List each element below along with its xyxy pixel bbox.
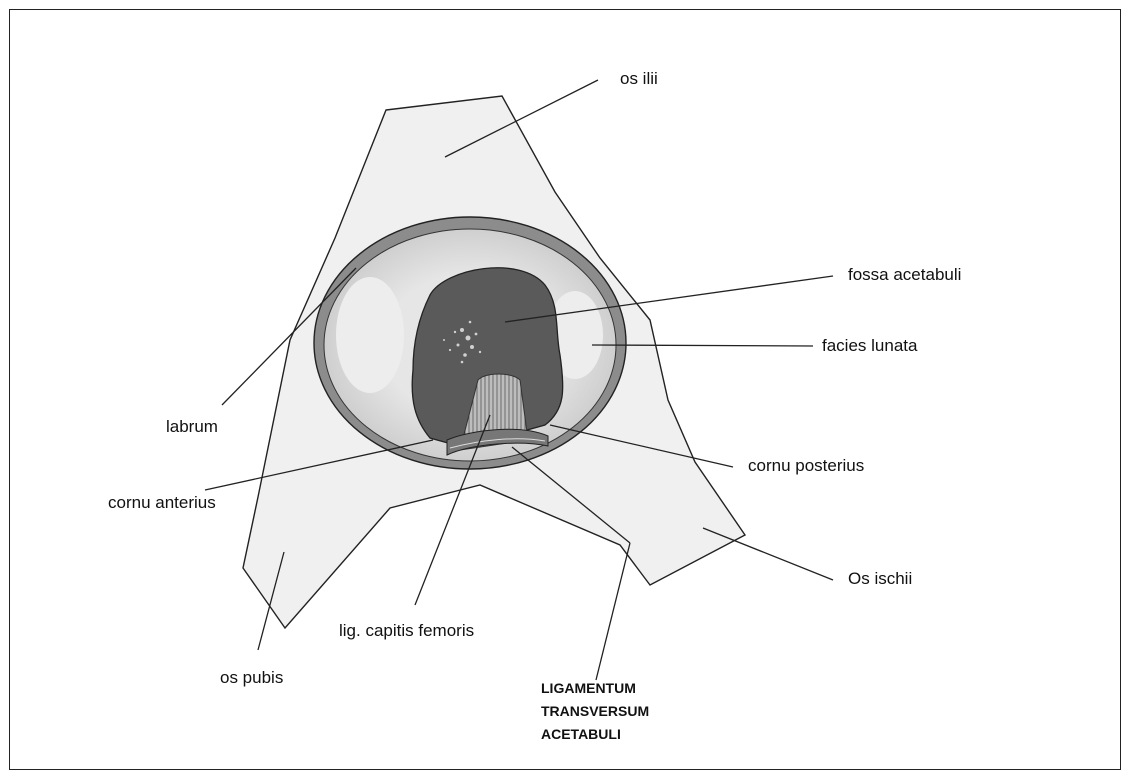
label-lig-capitis-femoris: lig. capitis femoris [339,621,474,640]
label-ligamentum-transversum-3: ACETABULI [541,726,621,742]
leader-ligamentum-transversum-2 [596,543,630,680]
label-cornu-anterius: cornu anterius [108,493,216,512]
label-fossa-acetabuli: fossa acetabuli [848,265,961,284]
label-ligamentum-transversum-1: LIGAMENTUM [541,680,636,696]
label-os-pubis: os pubis [220,668,283,687]
leader-os-ischii [703,528,833,580]
label-os-ilii: os ilii [620,69,658,88]
label-cornu-posterius: cornu posterius [748,456,864,475]
label-facies-lunata: facies lunata [822,336,918,355]
label-os-ischii: Os ischii [848,569,912,588]
label-ligamentum-transversum-2: TRANSVERSUM [541,703,649,719]
label-labrum: labrum [166,417,218,436]
facies-highlight-left [336,277,404,393]
